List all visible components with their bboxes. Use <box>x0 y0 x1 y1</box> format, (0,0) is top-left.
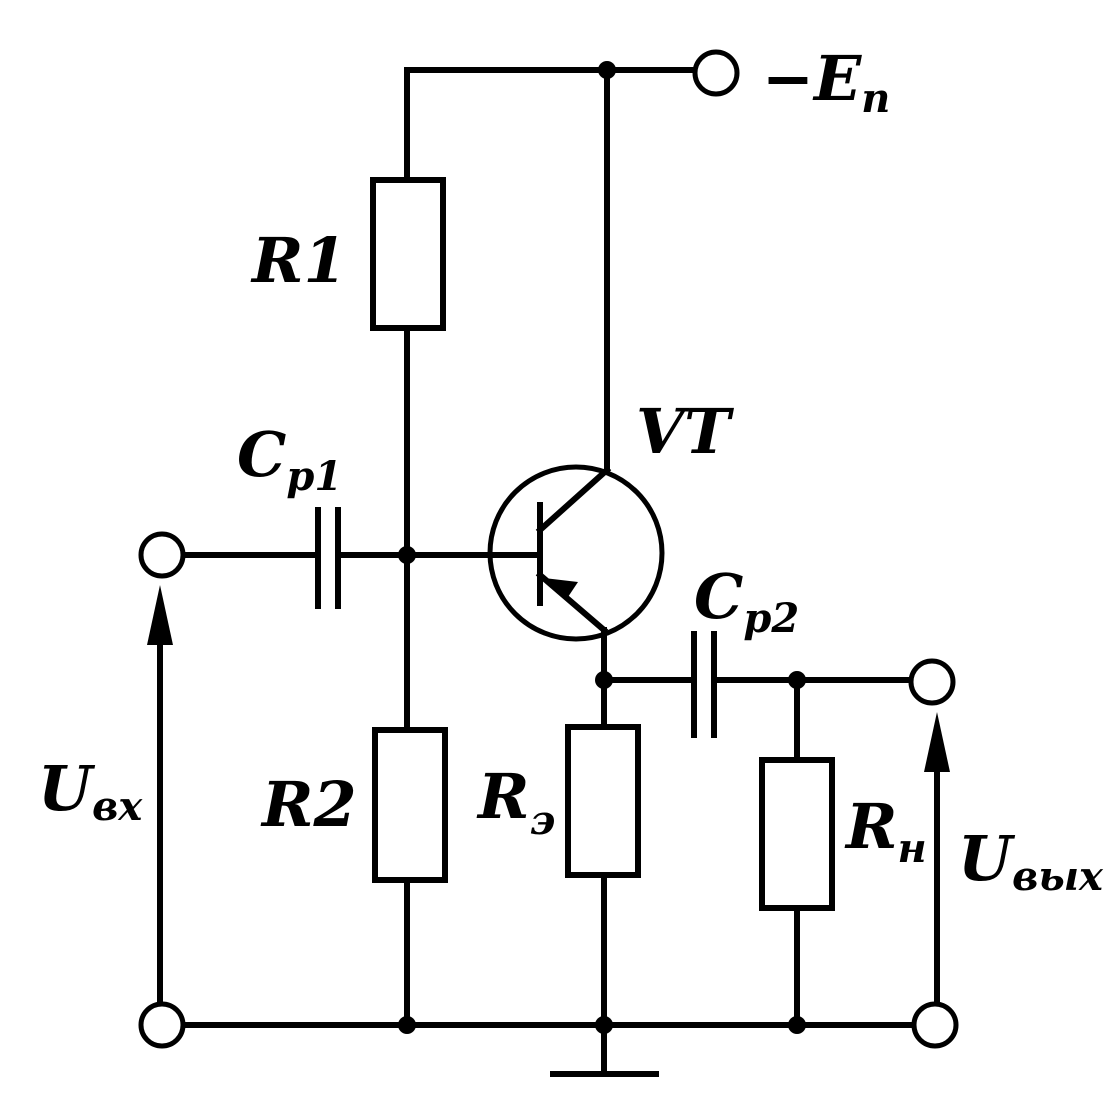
capacitor-cp2 <box>691 631 717 738</box>
input-voltage-arrow <box>147 585 173 1003</box>
resistor-rn <box>759 757 835 911</box>
node-base <box>398 546 416 564</box>
transistor-body <box>487 464 665 642</box>
node-ground-re <box>595 1016 613 1034</box>
arrow-up-icon <box>147 585 173 645</box>
node-output <box>788 671 806 689</box>
resistor-r2 <box>372 727 448 883</box>
supply-label: −Eп <box>762 42 890 122</box>
uin-label: Uвх <box>38 752 143 830</box>
terminal-input-ground <box>138 1001 186 1049</box>
wires <box>181 67 916 1077</box>
output-voltage-arrow <box>924 712 950 1003</box>
cp2-label: Cp2 <box>694 560 799 642</box>
node-ground-rn <box>788 1016 806 1034</box>
terminal-supply <box>692 49 740 97</box>
node-ground-r2 <box>398 1016 416 1034</box>
capacitor-cp1 <box>315 507 341 609</box>
terminal-input <box>138 531 186 579</box>
terminal-output <box>908 658 956 706</box>
node-emitter <box>595 671 613 689</box>
arrow-up-icon <box>924 712 950 772</box>
r1-label: R1 <box>250 224 347 297</box>
resistor-r1 <box>370 177 446 331</box>
r2-label: R2 <box>260 768 357 841</box>
node-supply <box>598 61 616 79</box>
vt-label: VT <box>636 395 734 468</box>
rn-label: Rн <box>844 790 927 872</box>
resistor-re <box>565 724 641 878</box>
transistor-vt <box>487 464 665 642</box>
re-label: Rэ <box>476 760 555 844</box>
terminal-output-ground <box>911 1001 959 1049</box>
transistor-collector-lead <box>535 465 612 535</box>
cp1-label: Cp1 <box>237 418 342 500</box>
emitter-arrow-icon <box>544 578 578 600</box>
uout-label: Uвых <box>958 822 1104 900</box>
